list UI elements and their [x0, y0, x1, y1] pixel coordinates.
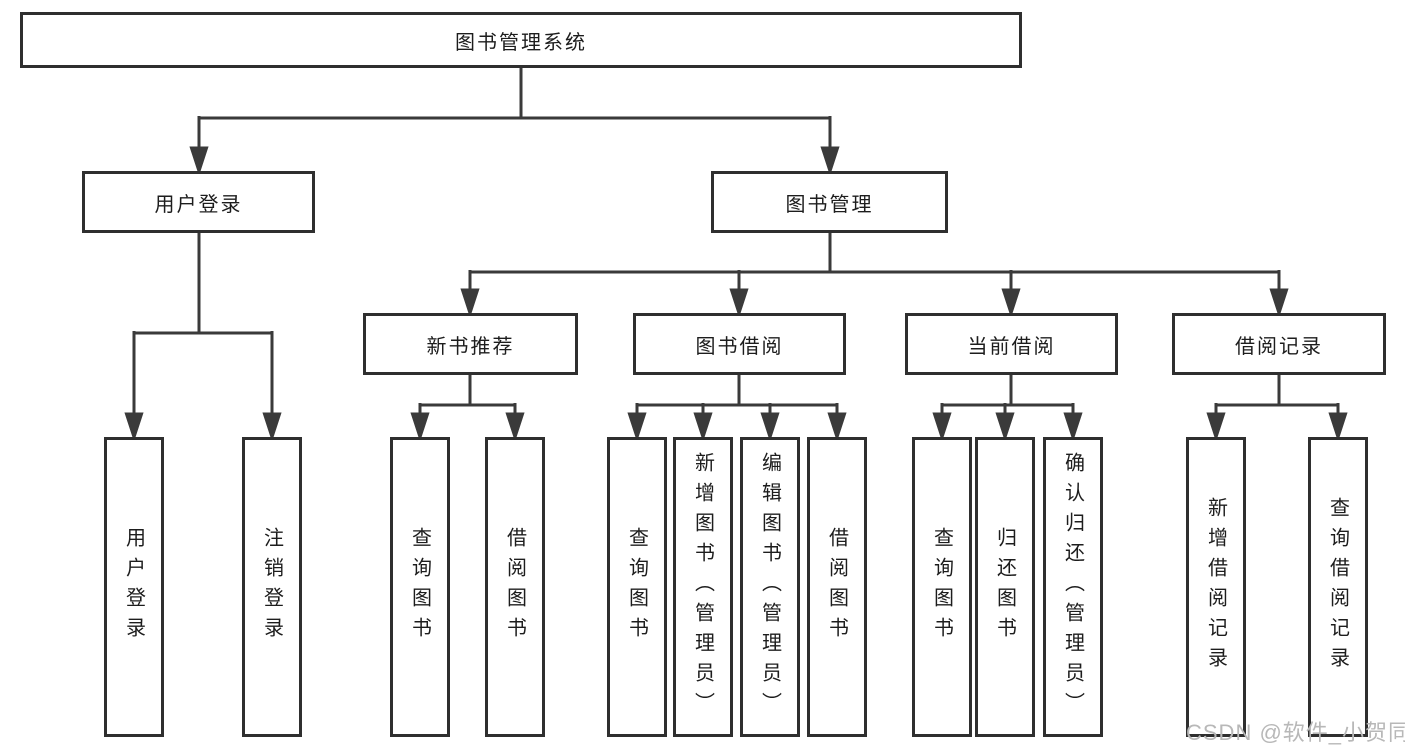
leaf-add-book-admin: 新增图书（管理员） [673, 437, 733, 737]
leaf-user-login: 用户登录 [104, 437, 164, 737]
connector-new-book-to-leaves [410, 375, 525, 442]
leaf-logout: 注销登录 [242, 437, 302, 737]
connector-borrow-record-to-leaves [1206, 375, 1348, 442]
leaf-edit-book-admin: 编辑图书（管理员） [740, 437, 800, 737]
connector-root-to-level2 [189, 68, 840, 176]
node-user-login: 用户登录 [82, 171, 315, 233]
leaf-borrow-book: 借阅图书 [807, 437, 867, 737]
node-book-borrow: 图书借阅 [633, 313, 846, 375]
node-root-system: 图书管理系统 [20, 12, 1022, 68]
leaf-query-book-borrow: 查询图书 [607, 437, 667, 737]
leaf-confirm-return-admin: 确认归还（管理员） [1043, 437, 1103, 737]
leaf-borrow-book-newrec: 借阅图书 [485, 437, 545, 737]
leaf-add-borrow-record: 新增借阅记录 [1186, 437, 1246, 737]
node-new-book-recommend: 新书推荐 [363, 313, 578, 375]
node-current-borrow: 当前借阅 [905, 313, 1118, 375]
leaf-query-book-current: 查询图书 [912, 437, 972, 737]
node-borrow-record: 借阅记录 [1172, 313, 1386, 375]
connector-book-mgmt-to-level3 [460, 233, 1289, 318]
leaf-query-borrow-record: 查询借阅记录 [1308, 437, 1368, 737]
csdn-watermark: CSDN @软件_小贺同学 [1186, 720, 1405, 745]
connector-user-login-to-leaves [124, 233, 282, 442]
connector-book-borrow-to-leaves [627, 375, 847, 442]
leaf-query-book-newrec: 查询图书 [390, 437, 450, 737]
node-book-management: 图书管理 [711, 171, 948, 233]
leaf-return-book: 归还图书 [975, 437, 1035, 737]
connector-current-borrow-to-leaves [932, 375, 1083, 442]
